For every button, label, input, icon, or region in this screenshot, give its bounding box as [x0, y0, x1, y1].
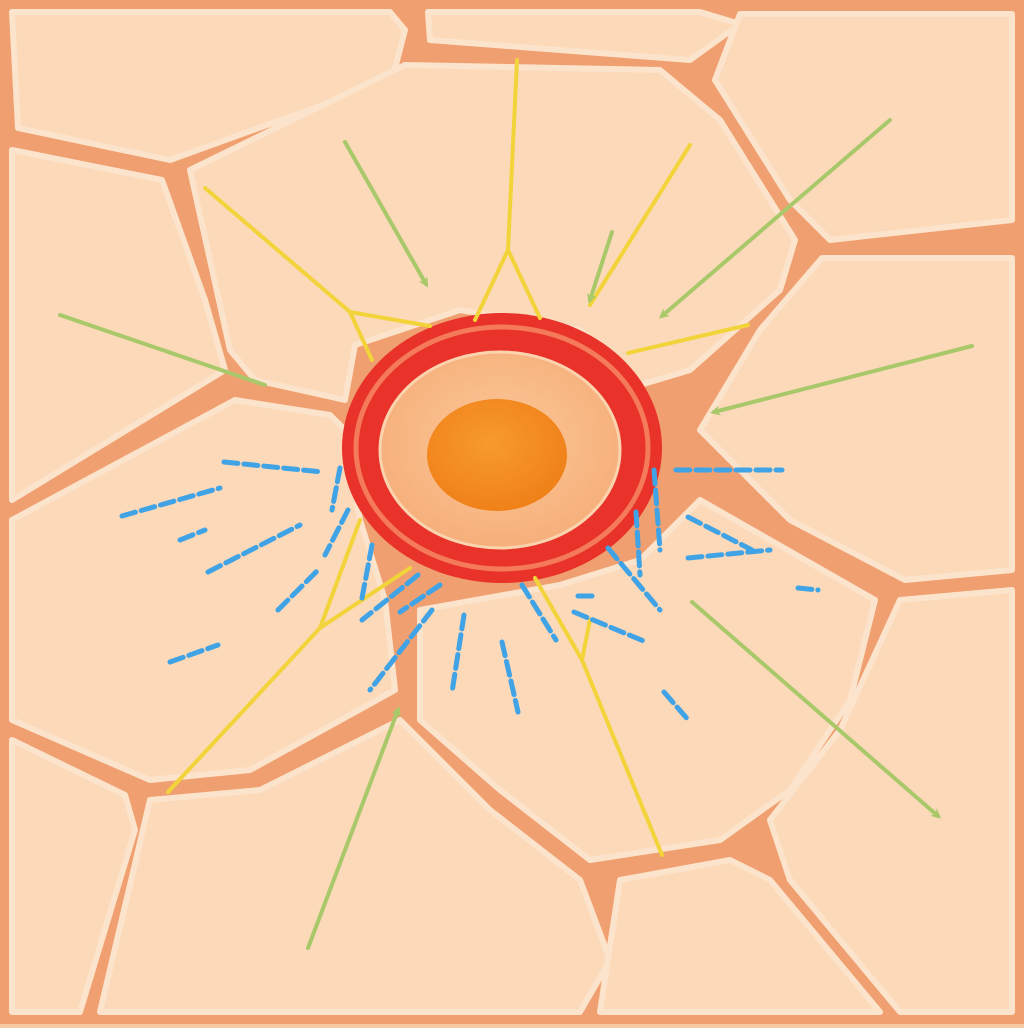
filament: [533, 576, 664, 857]
arrows: [58, 118, 974, 950]
signal-dash: [795, 585, 821, 593]
filament: [626, 323, 750, 355]
tissue-cells: [9, 9, 1015, 1015]
filament: [473, 58, 542, 322]
tissue-cell: [712, 11, 1015, 243]
tissue-cell: [97, 717, 613, 1015]
arrow-icon: [658, 118, 892, 319]
arrow-icon: [58, 313, 267, 387]
signal-dash: [359, 542, 375, 601]
tissue-cell: [9, 737, 138, 1015]
signal-dash: [685, 547, 773, 561]
central-cell-inner-ring: [353, 324, 651, 572]
arrow-icon: [710, 344, 974, 416]
signal-dash: [661, 689, 693, 725]
signal-dash: [519, 582, 559, 643]
signal-dash: [397, 582, 443, 615]
signal-dash: [322, 507, 351, 558]
tissue-cell: [425, 9, 743, 63]
arrow-icon: [306, 706, 401, 950]
signal-dash: [651, 467, 663, 553]
signal-dash: [499, 639, 521, 715]
signal-dash: [571, 609, 649, 645]
tissue-cell: [697, 255, 1015, 583]
signal-dash: [685, 514, 755, 553]
signal-dash: [605, 545, 663, 613]
filaments: [166, 58, 750, 857]
signal-dash: [449, 612, 467, 695]
signal-dash: [275, 567, 321, 613]
tissue-cell: [9, 147, 228, 503]
tissue-cell: [597, 857, 883, 1015]
signal-dash: [205, 522, 303, 575]
signal-dash: [367, 607, 435, 693]
signal-dash: [177, 527, 208, 543]
signal-dash: [221, 459, 325, 475]
signal-dash: [167, 642, 221, 665]
signal-dash: [119, 485, 223, 519]
arrow-icon: [587, 230, 614, 304]
signal-dashes: [119, 459, 821, 725]
signal-dash: [633, 509, 643, 578]
tissue-cell: [767, 587, 1015, 1015]
signal-dash: [359, 572, 421, 623]
filament: [588, 143, 692, 307]
filament: [203, 186, 432, 362]
filament: [166, 518, 412, 794]
arrow-icon: [690, 600, 942, 819]
nucleus: [427, 399, 567, 511]
arrow-icon: [343, 140, 428, 288]
signal-dash: [329, 465, 343, 513]
central-cell: [342, 313, 662, 583]
